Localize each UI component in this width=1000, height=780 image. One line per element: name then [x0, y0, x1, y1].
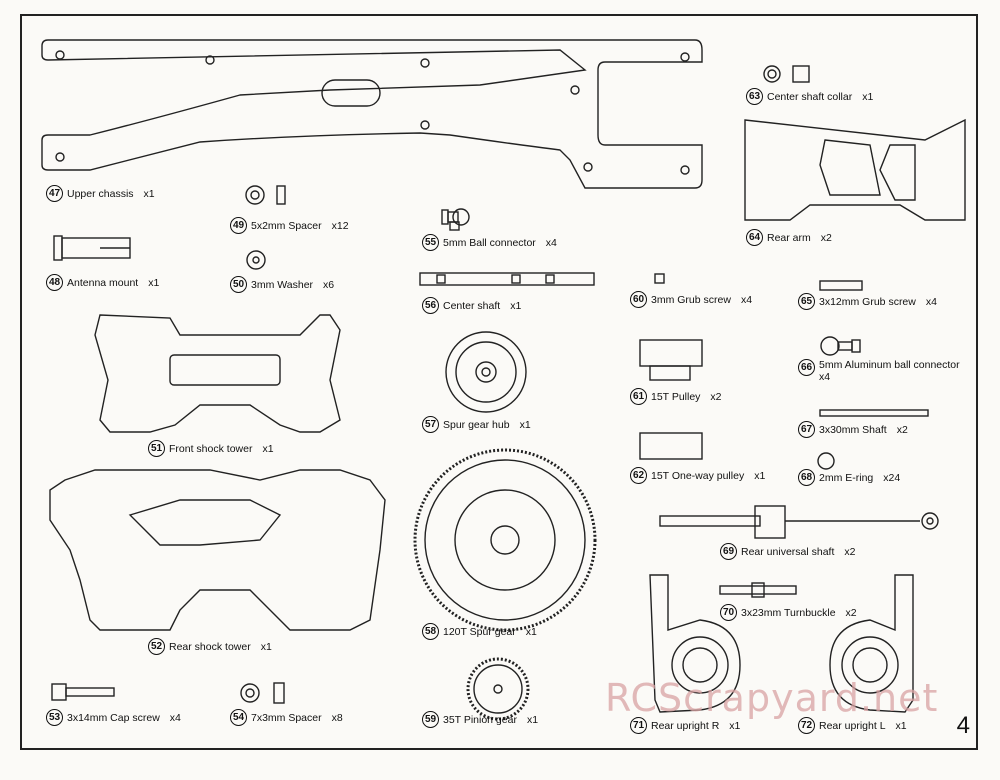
- rear-arm-drawing: [744, 118, 966, 221]
- rear-upright-l-drawing: [829, 574, 914, 713]
- watermark: RCScrapyard.net: [605, 676, 939, 720]
- universal-shaft-drawing: [659, 505, 939, 539]
- page-number: 4: [956, 712, 970, 739]
- rear-upright-r-drawing: [649, 574, 741, 713]
- upper-chassis-drawing: [41, 39, 703, 189]
- page-border: [20, 14, 978, 750]
- front-shock-tower-drawing: [94, 314, 341, 433]
- antenna-mount-drawing: [53, 235, 131, 261]
- rear-shock-tower-drawing: [49, 469, 386, 631]
